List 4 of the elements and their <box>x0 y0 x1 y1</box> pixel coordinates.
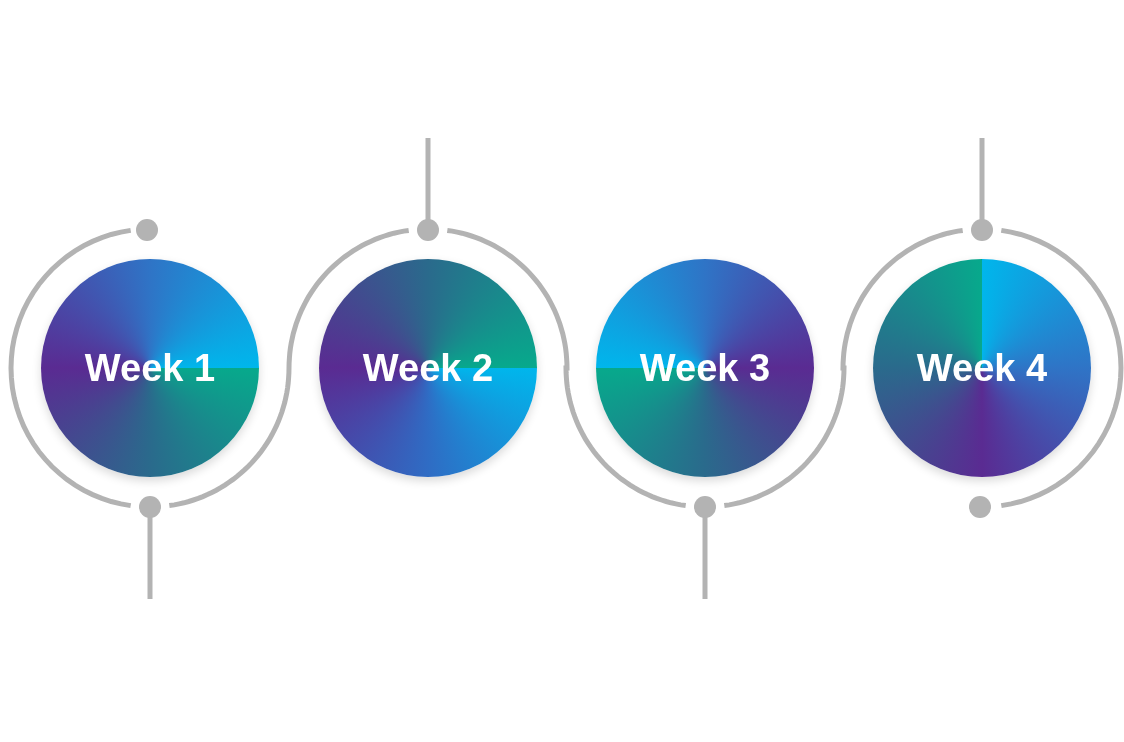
week-label: Week 2 <box>362 349 494 387</box>
week-label: Week 4 <box>916 349 1048 387</box>
week-label: Week 1 <box>84 349 216 387</box>
week-label: Week 3 <box>639 349 771 387</box>
